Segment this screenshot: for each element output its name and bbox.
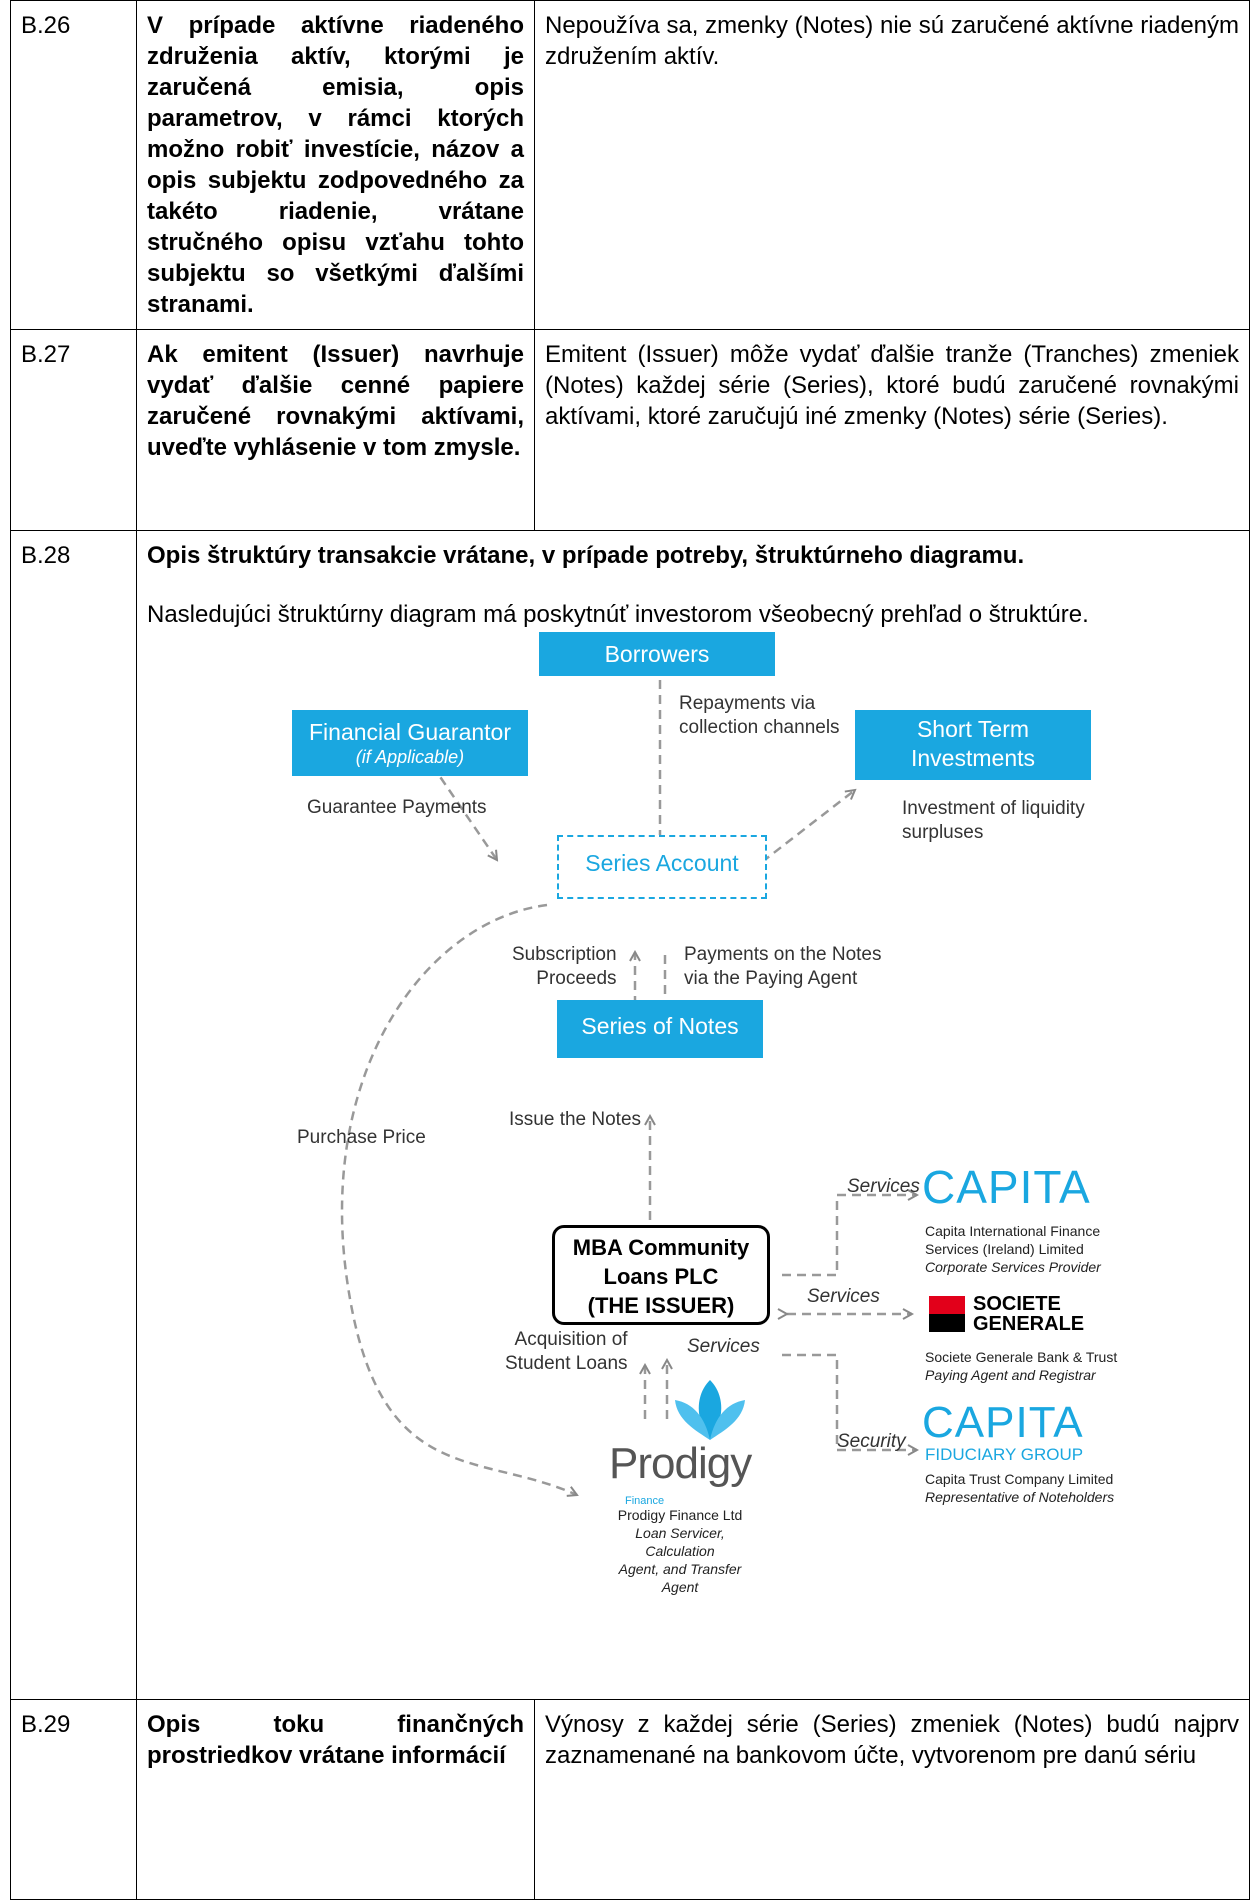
- short-term-line-1: Short Term: [916, 716, 1030, 742]
- sg-logo-line-1: SOCIETE: [973, 1293, 1061, 1315]
- row-heading: Opis štruktúry transakcie vrátane, v prí…: [147, 542, 1025, 569]
- row-code: B.27: [10, 329, 137, 531]
- issuer-line-3: (THE ISSUER): [587, 1293, 735, 1318]
- issuer-box: MBA Community Loans PLC (THE ISSUER): [552, 1225, 770, 1325]
- series-of-notes-box: Series of Notes: [557, 1000, 763, 1058]
- row-content: Opis štruktúry transakcie vrátane, v prí…: [136, 530, 1252, 1700]
- row-answer: Emitent (Issuer) môže vydať ďalšie tranž…: [534, 329, 1250, 531]
- subscription-proceeds-label: Subscription Proceeds: [512, 943, 617, 991]
- capita-fid-desc-line-2: Representative of Noteholders: [925, 1489, 1115, 1505]
- if-applicable-label: (if Applicable): [355, 747, 465, 767]
- sg-desc-line-2: Paying Agent and Registrar: [925, 1367, 1096, 1383]
- row-code: B.28: [10, 530, 137, 1700]
- services-sg-label: Services: [807, 1286, 880, 1307]
- repayments-label: Repayments via collection channels: [679, 692, 840, 740]
- capita-desc: Capita International Finance Services (I…: [925, 1222, 1101, 1276]
- short-term-investments-box: Short Term Investments: [855, 710, 1091, 780]
- investment-line-2: surpluses: [902, 822, 984, 843]
- series-account-box: Series Account: [557, 835, 767, 899]
- prodigy-logo: Prodigy: [609, 1439, 752, 1488]
- investment-liquidity-label: Investment of liquidity surpluses: [902, 797, 1085, 845]
- capita-fiduciary-logo: CAPITA: [922, 1398, 1084, 1447]
- prodigy-desc-line-3: Agent, and Transfer Agent: [618, 1561, 742, 1595]
- row-code: B.29: [10, 1699, 137, 1900]
- issuer-line-2: Loans PLC: [603, 1264, 719, 1289]
- sg-logo-text: SOCIETE GENERALE: [973, 1294, 1084, 1334]
- guarantee-payments-label: Guarantee Payments: [307, 797, 487, 818]
- row-b27: B.27 Ak emitent (Issuer) navrhuje vydať …: [10, 329, 1250, 531]
- financial-guarantor-box: Financial Guarantor (if Applicable): [292, 710, 528, 776]
- payments-line-1: Payments on the Notes: [684, 944, 882, 965]
- summary-table: B.26 V prípade aktívne riadeného združen…: [10, 0, 1250, 1900]
- sg-desc: Societe Generale Bank & Trust Paying Age…: [925, 1348, 1117, 1384]
- services-capita-label: Services: [847, 1176, 920, 1197]
- borrowers-box: Borrowers: [539, 632, 775, 676]
- row-question: V prípade aktívne riadeného združenia ak…: [136, 0, 535, 330]
- row-question: Opis toku finančných prostriedkov vrátan…: [136, 1699, 535, 1900]
- subscription-line-2: Proceeds: [536, 968, 617, 989]
- row-b29: B.29 Opis toku finančných prostriedkov v…: [10, 1699, 1250, 1900]
- issuer-line-1: MBA Community: [572, 1235, 750, 1260]
- security-label: Security: [837, 1431, 906, 1452]
- row-code: B.26: [10, 0, 137, 330]
- row-answer: Výnosy z každej série (Series) zmeniek (…: [534, 1699, 1250, 1900]
- structure-diagram: Borrowers Repayments via collection chan…: [147, 630, 1252, 1630]
- row-b26: B.26 V prípade aktívne riadeného združen…: [10, 0, 1250, 330]
- capita-fid-desc-line-1: Capita Trust Company Limited: [925, 1471, 1114, 1487]
- short-term-line-2: Investments: [911, 745, 1035, 771]
- payments-line-2: via the Paying Agent: [684, 968, 858, 989]
- sg-logo-icon: [929, 1296, 965, 1332]
- capita-desc-line-2: Services (Ireland) Limited: [925, 1241, 1084, 1257]
- prodigy-desc-line-2: Loan Servicer, Calculation: [635, 1525, 725, 1559]
- prodigy-desc-line-1: Prodigy Finance Ltd: [617, 1507, 743, 1523]
- services-prodigy-label: Services: [687, 1336, 760, 1357]
- sg-desc-line-1: Societe Generale Bank & Trust: [925, 1349, 1118, 1365]
- financial-guarantor-title: Financial Guarantor: [309, 719, 511, 745]
- prodigy-lotus-icon: [675, 1380, 745, 1440]
- diagram-arrows: [340, 680, 1252, 1630]
- prodigy-desc: Prodigy Finance Ltd Loan Servicer, Calcu…: [605, 1506, 755, 1596]
- row-question: Ak emitent (Issuer) navrhuje vydať ďalši…: [136, 329, 535, 531]
- repayments-line-2: collection channels: [679, 717, 840, 738]
- sg-logo-line-2: GENERALE: [973, 1313, 1085, 1335]
- acquisition-line-2: Student Loans: [505, 1353, 628, 1374]
- capita-desc-line-3: Corporate Services Provider: [925, 1259, 1101, 1275]
- row-answer: Nepoužíva sa, zmenky (Notes) nie sú zaru…: [534, 0, 1250, 330]
- issue-notes-label: Issue the Notes: [509, 1109, 642, 1130]
- capita-desc-line-1: Capita International Finance: [925, 1223, 1101, 1239]
- capita-fiduciary-sub: FIDUCIARY GROUP: [925, 1445, 1084, 1464]
- payments-notes-label: Payments on the Notes via the Paying Age…: [684, 943, 882, 991]
- capita-fiduciary-desc: Capita Trust Company Limited Representat…: [925, 1470, 1114, 1506]
- purchase-price-label: Purchase Price: [297, 1127, 426, 1148]
- acquisition-label: Acquisition of Student Loans: [505, 1328, 628, 1376]
- row-intro: Nasledujúci štruktúrny diagram má poskyt…: [147, 601, 1089, 628]
- investment-line-1: Investment of liquidity: [902, 798, 1085, 819]
- repayments-line-1: Repayments via: [679, 693, 816, 714]
- capita-logo: CAPITA: [922, 1161, 1091, 1213]
- row-b28: B.28 Opis štruktúry transakcie vrátane, …: [10, 530, 1252, 1700]
- acquisition-line-1: Acquisition of: [514, 1329, 628, 1350]
- prodigy-sub: Finance: [625, 1495, 665, 1507]
- subscription-line-1: Subscription: [512, 944, 617, 965]
